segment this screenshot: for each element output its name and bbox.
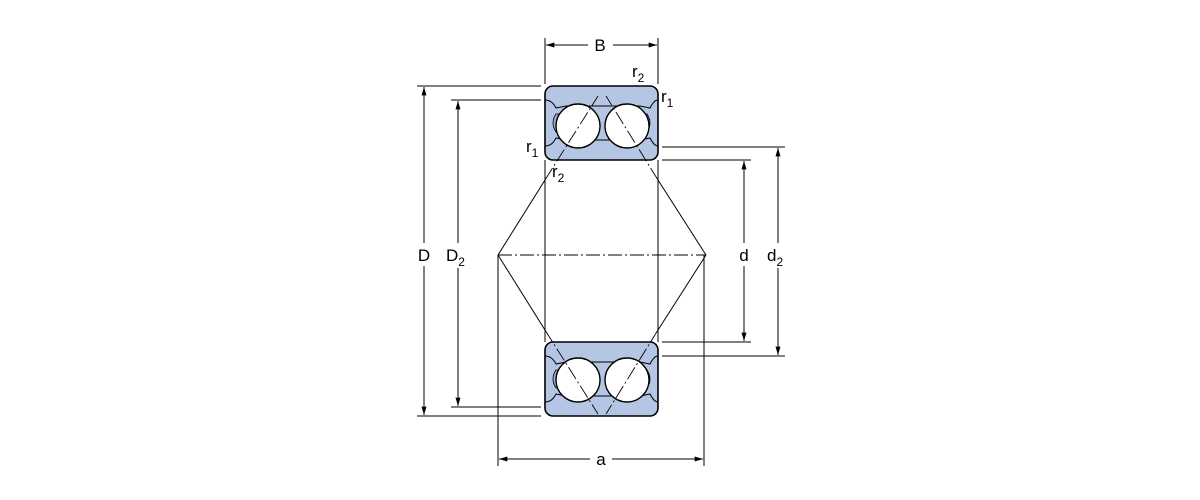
dimension-D2: D2 (446, 99, 541, 408)
contact-angle-lines (497, 95, 707, 415)
label-d: d (739, 246, 748, 265)
label-D2: D2 (446, 246, 465, 269)
dimension-B: B (544, 36, 659, 84)
bearing-section-bottom (544, 341, 659, 417)
dimension-D: D (417, 85, 541, 417)
dimension-d: d (662, 159, 751, 343)
label-r1-left: r1 (526, 137, 539, 160)
dimension-d2: d2 (662, 146, 785, 357)
label-B: B (594, 36, 605, 55)
dimension-a: a (497, 255, 705, 469)
label-d2: d2 (767, 246, 783, 269)
ball (604, 103, 650, 149)
label-r2-left: r2 (552, 162, 565, 185)
label-a: a (596, 450, 606, 469)
label-r2-top: r2 (632, 62, 645, 85)
ball (604, 357, 650, 403)
ball (555, 103, 601, 149)
bearing-section-top (544, 85, 659, 161)
label-r1-top: r1 (661, 87, 674, 110)
ball (555, 357, 601, 403)
label-D: D (418, 246, 430, 265)
